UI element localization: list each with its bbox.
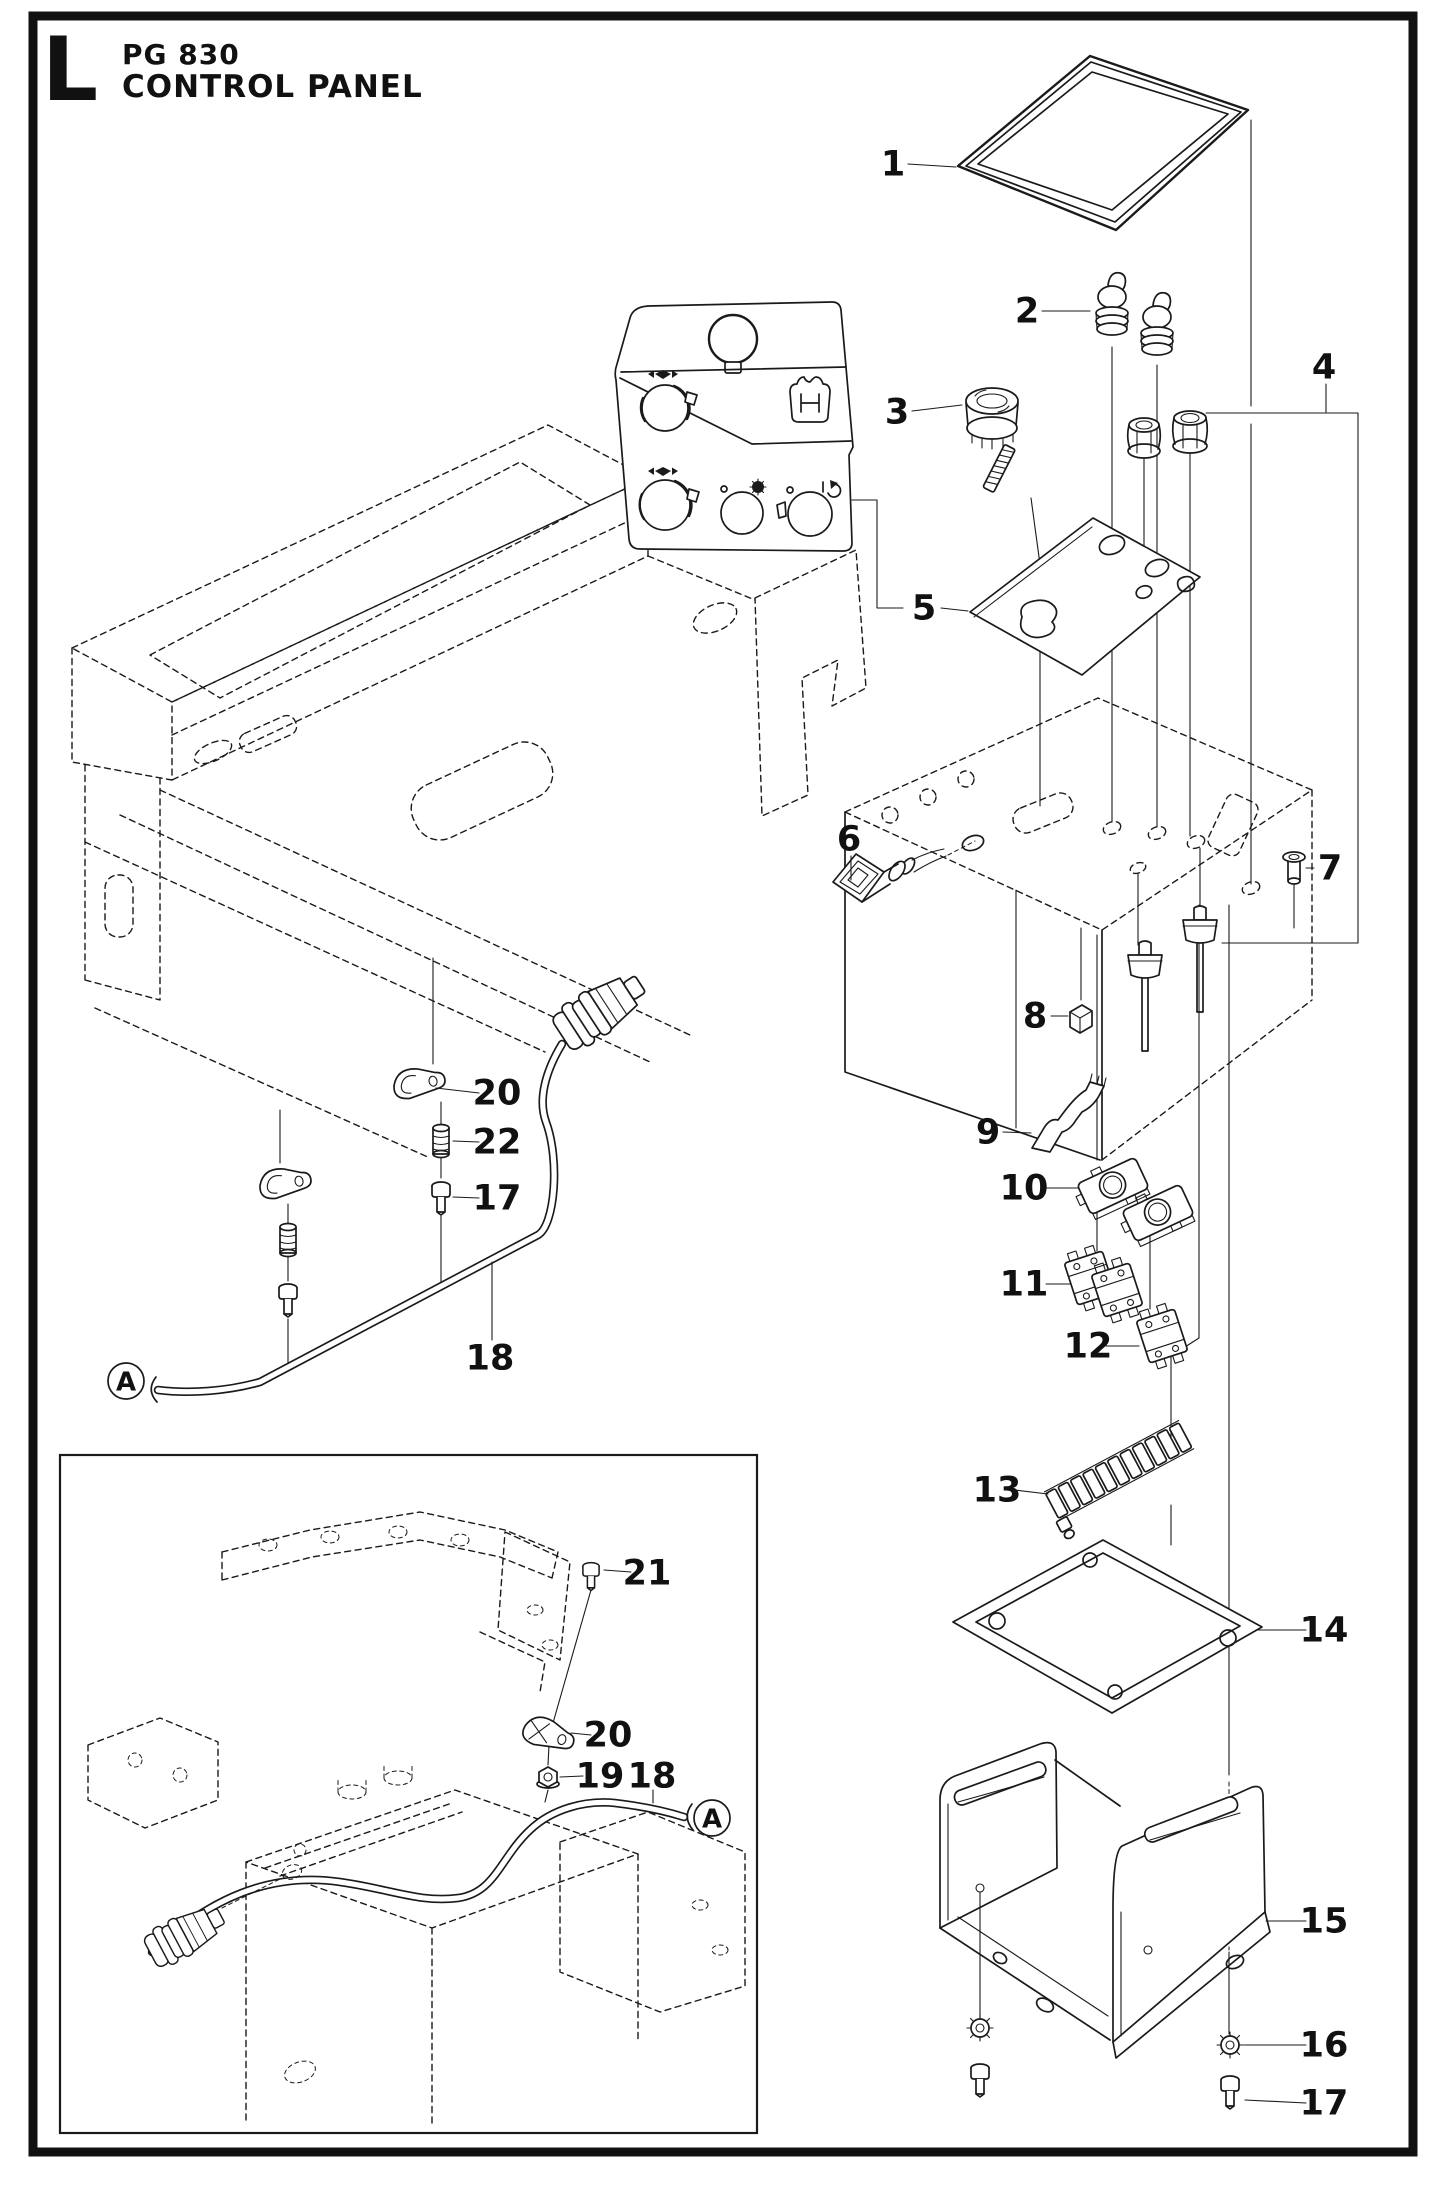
leader-1 [907, 163, 957, 168]
leader-17-left [452, 1196, 480, 1199]
leader-19 [559, 1775, 584, 1778]
part-5-plate [969, 517, 1201, 676]
callout-18-main: 18 [466, 1339, 515, 1379]
leader-9 [1002, 1131, 1032, 1134]
callout-17-bottom: 17 [1300, 2084, 1349, 2124]
panel-socket-2[interactable] [776, 480, 842, 537]
part-16-washers [966, 2014, 1244, 2059]
inset-tray [559, 1811, 746, 2013]
part-12-contact-block [1136, 1302, 1188, 1370]
callout-20-inset: 20 [584, 1716, 633, 1756]
leader-3 [911, 404, 963, 412]
chassis-frame [71, 424, 867, 1159]
callout-13: 13 [973, 1471, 1022, 1511]
leader-20-left [435, 1087, 480, 1094]
page-title: CONTROL PANEL [122, 69, 423, 105]
control-panel-face [614, 301, 854, 552]
callout-10: 10 [1000, 1169, 1049, 1209]
leader-17-bottom [1244, 2099, 1307, 2104]
part-4-caps [1126, 410, 1209, 459]
leader-13 [1013, 1489, 1049, 1495]
callout-2: 2 [1015, 292, 1039, 332]
callout-3: 3 [885, 393, 909, 433]
cable-gland-inset [143, 1908, 225, 1967]
cable-gland-main [552, 975, 646, 1050]
part-9-strap [1031, 1073, 1107, 1153]
part-4-sensors [1127, 905, 1218, 1052]
callout-18-inset: 18 [628, 1757, 677, 1797]
callout-4: 4 [1312, 348, 1336, 388]
part-20-clamps [259, 1068, 446, 1200]
leader-22 [452, 1140, 480, 1143]
part-2-knobs [1095, 271, 1174, 356]
callout-14: 14 [1300, 1611, 1349, 1651]
leader-21 [603, 1569, 632, 1573]
marker-label-A-inset: A [702, 1804, 722, 1834]
inset-box [58, 1453, 759, 2135]
callout-5-elbow [851, 499, 904, 609]
callout-11: 11 [1000, 1265, 1049, 1305]
callout-17-left: 17 [473, 1179, 522, 1219]
part-1-gasket [956, 54, 1250, 232]
callout-15: 15 [1300, 1902, 1349, 1942]
callout-5: 5 [912, 589, 936, 629]
cable-18-main [150, 975, 646, 1403]
inset-left-bracket [87, 1717, 219, 1829]
callout-16: 16 [1300, 2026, 1349, 2066]
part-7-bushing [1282, 851, 1306, 929]
part-17-screws [278, 1181, 1240, 2110]
callout-20-left: 20 [473, 1074, 522, 1114]
panel-socket-1[interactable] [720, 478, 767, 535]
header: L PG 830 CONTROL PANEL [42, 18, 423, 121]
part-19-nut [536, 1766, 560, 1789]
part-10-switch-mounts [1075, 1157, 1196, 1248]
callout-21: 21 [623, 1554, 672, 1594]
marker-label-A-main: A [116, 1367, 136, 1397]
marker-circle-A-main [107, 1362, 145, 1400]
part-20-clamp-inset [522, 1716, 575, 1750]
page-border [28, 11, 1418, 2157]
callout-12: 12 [1064, 1327, 1113, 1367]
control-housing [844, 697, 1313, 1161]
callout-19: 19 [576, 1757, 625, 1797]
callout-9: 9 [976, 1113, 1000, 1153]
callout-4-bracket [1205, 412, 1359, 944]
callout-8: 8 [1023, 997, 1047, 1037]
inset-battery [245, 1765, 639, 2125]
husqvarna-logo [789, 376, 831, 423]
part-15-bracket [939, 1741, 1271, 2059]
inset-frame-bracket [221, 1511, 571, 1693]
gland-hole [961, 834, 985, 852]
leader-20-inset [570, 1732, 592, 1736]
panel-knob-1[interactable] [639, 370, 698, 432]
part-22-spacers [279, 1123, 450, 1258]
part-13-terminal-strip [1043, 1419, 1195, 1540]
model-label: PG 830 [122, 38, 240, 71]
callout-1: 1 [881, 145, 905, 185]
cable-18-inset [143, 1798, 694, 1967]
leader-5 [940, 607, 969, 612]
section-letter: L [42, 18, 98, 121]
marker-circle-A-inset [693, 1799, 731, 1837]
part-8-terminal-cube [1069, 1004, 1093, 1034]
callout-7: 7 [1318, 849, 1342, 889]
part-6-connector [832, 848, 947, 903]
callout-22: 22 [473, 1123, 522, 1163]
panel-knob-2[interactable] [638, 467, 700, 531]
frame-end-hook [754, 549, 867, 817]
part-3-emergency-stop [965, 387, 1019, 493]
inset-hardware [522, 1561, 600, 1803]
part-14-gasket [952, 1539, 1263, 1714]
part-11-contact-blocks [1064, 1244, 1143, 1324]
callout-6: 6 [837, 820, 861, 860]
